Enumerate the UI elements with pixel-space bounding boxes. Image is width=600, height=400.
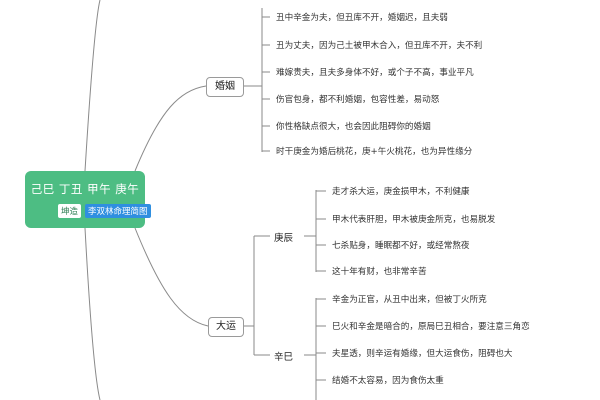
marriage-leaf-1[interactable]: 丑中辛金为夫，但丑库不开，婚姻迟，且夫弱	[276, 13, 448, 23]
marriage-leaf-2[interactable]: 丑为丈夫，因为己土被甲木合入，但丑库不开，夫不利	[276, 41, 483, 51]
marriage-leaf-6[interactable]: 时干庚金为婚后桃花，庚+午火桃花，也为异性缘分	[276, 147, 473, 157]
sub-xinsi[interactable]: 辛巳	[274, 352, 294, 363]
root-title: 己巳 丁丑 甲午 庚午	[30, 182, 140, 196]
gengchen-leaf-1[interactable]: 走才杀大运，庚金损甲木，不利健康	[332, 187, 470, 197]
xinsi-leaf-1[interactable]: 辛金为正官，从丑中出来，但被丁火所克	[332, 295, 487, 305]
marriage-leaf-5[interactable]: 你性格缺点很大，也会因此阻碍你的婚姻	[276, 122, 431, 132]
xinsi-leaf-4[interactable]: 结婚不太容易，因为食伤太重	[332, 376, 444, 386]
branch-dayun[interactable]: 大运	[208, 317, 244, 337]
marriage-leaf-4[interactable]: 伤官包身，都不利婚姻，包容性差，易动怒	[276, 95, 440, 105]
branch-marriage[interactable]: 婚姻	[206, 77, 244, 97]
root-node[interactable]: 己巳 丁丑 甲午 庚午 坤造 李双林命理简图	[25, 171, 151, 228]
gengchen-leaf-4[interactable]: 这十年有财，也非常辛苦	[332, 267, 427, 277]
sub-gengchen[interactable]: 庚辰	[274, 233, 294, 244]
xinsi-leaf-2[interactable]: 巳火和辛金是暗合的，原局巳丑相合，要注意三角恋	[332, 322, 530, 332]
gengchen-leaf-3[interactable]: 七杀贴身，睡眠都不好，或经常熬夜	[332, 241, 470, 251]
root-tag-gender: 坤造	[58, 204, 82, 218]
root-tag-source: 李双林命理简图	[85, 204, 151, 218]
gengchen-leaf-2[interactable]: 甲木代表肝胆，甲木被庚金所克，也易脱发	[332, 215, 496, 225]
marriage-leaf-3[interactable]: 难嫁贵夫，且夫多身体不好，或个子不高，事业平凡	[276, 68, 474, 78]
xinsi-leaf-3[interactable]: 夫星透，则辛运有婚缘，但大运食伤，阻碍也大	[332, 349, 513, 359]
